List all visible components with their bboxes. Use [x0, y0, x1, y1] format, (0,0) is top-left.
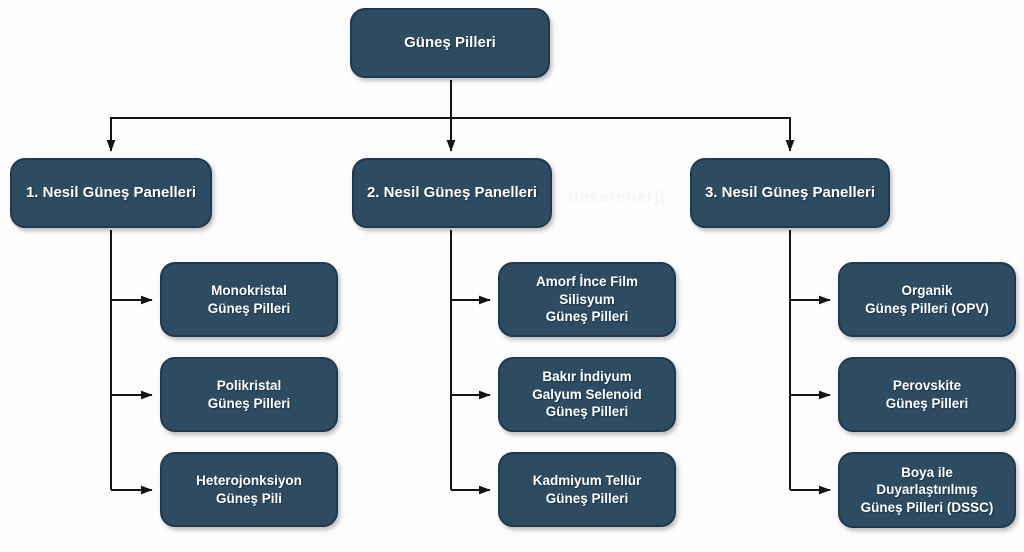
node-organik-opv: Organik Güneş Pilleri (OPV): [838, 262, 1016, 337]
node-boya-dssc: Boya ile Duyarlaştırılmış Güneş Pilleri …: [838, 452, 1016, 528]
node-perovskite: Perovskite Güneş Pilleri: [838, 357, 1016, 432]
node-3-nesil-gunes-panelleri: 3. Nesil Güneş Panelleri: [690, 158, 890, 228]
node-2-nesil-gunes-panelleri: 2. Nesil Güneş Panelleri: [352, 158, 552, 228]
node-bakir-indiyum: Bakır İndiyum Galyum Selenoid Güneş Pill…: [498, 357, 676, 432]
node-kadmiyum-tellur: Kadmiyum Tellür Güneş Pilleri: [498, 452, 676, 527]
node-monokristal: Monokristal Güneş Pilleri: [160, 262, 338, 337]
node-polikristal: Polikristal Güneş Pilleri: [160, 357, 338, 432]
node-heterojonksiyon: Heterojonksiyon Güneş Pili: [160, 452, 338, 527]
node-gunes-pilleri: Güneş Pilleri: [350, 8, 550, 78]
node-1-nesil-gunes-panelleri: 1. Nesil Güneş Panelleri: [10, 158, 212, 228]
node-amorf-ince-film: Amorf İnce Film Silisyum Güneş Pilleri: [498, 262, 676, 337]
